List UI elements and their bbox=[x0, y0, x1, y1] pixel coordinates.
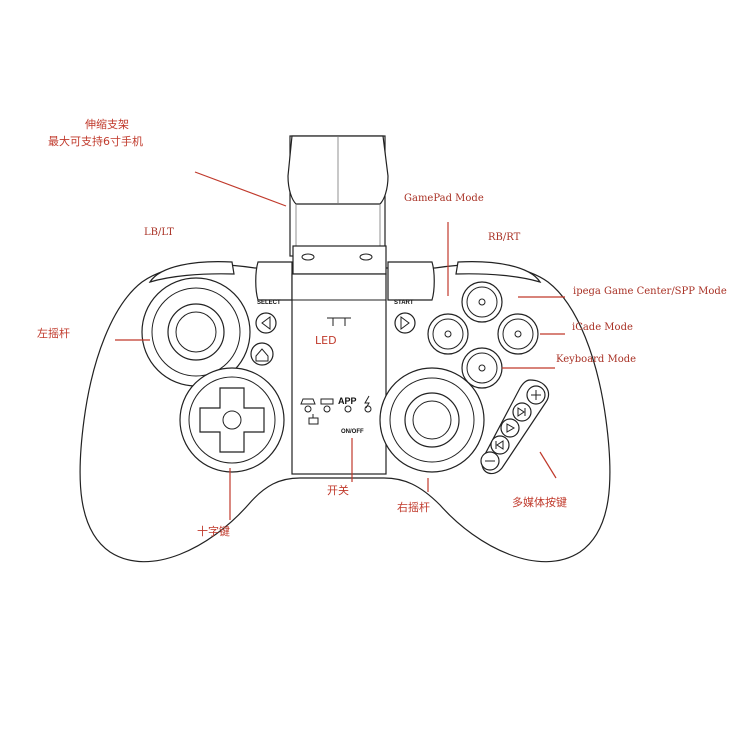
lb-lt-label: LB/LT bbox=[144, 227, 174, 238]
mode-led-1 bbox=[304, 405, 312, 413]
app-text: APP bbox=[338, 396, 357, 406]
face-button-left bbox=[427, 313, 469, 355]
icade-mode-label: iCade Mode bbox=[572, 322, 633, 333]
start-text: START bbox=[394, 300, 414, 306]
media-key-play bbox=[500, 418, 520, 438]
mode-led-3 bbox=[344, 405, 352, 413]
media-key-next bbox=[512, 402, 532, 422]
right-stick-label: 右摇杆 bbox=[397, 501, 430, 514]
right-holder-block bbox=[387, 261, 435, 301]
led-label: LED bbox=[315, 334, 337, 347]
gamepad-mode-label: GamePad Mode bbox=[404, 193, 484, 204]
mode-led-2 bbox=[323, 405, 331, 413]
keyboard-mode-label: Keyboard Mode bbox=[556, 354, 637, 365]
on-off-text: ON/OFF bbox=[341, 429, 364, 435]
ipega-mode-label: ipega Game Center/SPP Mode bbox=[573, 286, 727, 297]
bolt-small-icon bbox=[364, 395, 370, 409]
select-text: SELECT bbox=[257, 300, 281, 306]
rb-rt-label: RB/RT bbox=[488, 232, 521, 243]
face-button-right bbox=[497, 313, 539, 355]
face-button-bottom bbox=[461, 347, 503, 389]
dpad-label: 十字键 bbox=[197, 525, 230, 538]
face-button-top bbox=[461, 281, 503, 323]
center-panel bbox=[291, 273, 387, 475]
mode-switch bbox=[308, 414, 319, 425]
right-shoulder-button bbox=[455, 261, 542, 284]
mode-led-4 bbox=[364, 405, 372, 413]
media-keys-label: 多媒体按键 bbox=[512, 496, 567, 509]
power-switch-label: 开关 bbox=[327, 484, 349, 497]
holder-label-line1: 伸缩支架 bbox=[85, 118, 129, 131]
left-holder-block bbox=[255, 261, 293, 301]
home-button bbox=[250, 342, 274, 366]
holder-label-line2: 最大可支持6寸手机 bbox=[48, 135, 143, 148]
dpad-cross bbox=[199, 387, 265, 453]
led-indicator bbox=[327, 317, 351, 326]
gamepad-small-icon bbox=[300, 398, 316, 405]
left-stick-label: 左摇杆 bbox=[37, 327, 70, 340]
keyboard-small-icon bbox=[320, 398, 334, 405]
start-button bbox=[394, 312, 416, 334]
select-button bbox=[255, 312, 277, 334]
media-key-prev bbox=[490, 435, 510, 455]
left-shoulder-button bbox=[148, 261, 235, 284]
